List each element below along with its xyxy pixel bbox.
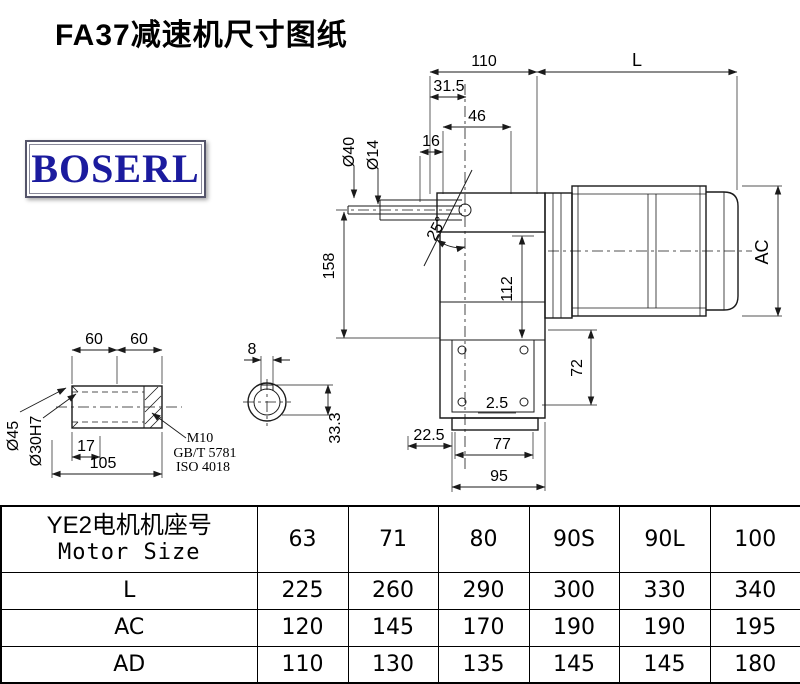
row-label-L: L <box>0 571 258 610</box>
table-cell: 195 <box>709 608 800 647</box>
dim-L-label: L <box>632 50 642 70</box>
dim-33-3-label: 33.3 <box>327 412 344 443</box>
dim-2-5-label: 2.5 <box>486 395 508 412</box>
dim-158-label: 158 <box>321 253 338 280</box>
row-label-AC: AC <box>0 608 258 647</box>
size-column-header: 90S <box>528 505 620 573</box>
motor-size-header-cn: YE2电机机座号 <box>46 511 212 539</box>
dim-60a-label: 60 <box>85 331 103 348</box>
dim-25deg: 25° <box>424 214 466 253</box>
dim-33-3: 33.3 <box>276 384 344 444</box>
dim-95: 95 <box>451 422 546 491</box>
dim-112-label: 112 <box>499 276 516 302</box>
table-cell: 225 <box>256 571 349 610</box>
dim-60b-label: 60 <box>130 331 148 348</box>
dim-25deg-label: 25° <box>424 214 450 243</box>
table-cell: 300 <box>528 571 620 610</box>
size-column-header: 63 <box>256 505 349 573</box>
dim-46: 46 <box>442 108 512 194</box>
dim-110-label: 110 <box>471 53 497 70</box>
dim-72-label: 72 <box>569 359 586 377</box>
dim-22-5-label: 22.5 <box>413 427 444 444</box>
size-column-header: 90L <box>618 505 711 573</box>
dim-AC: AC <box>742 185 782 317</box>
dim-46-label: 46 <box>468 108 486 125</box>
dim-16-label: 16 <box>422 133 440 150</box>
table-cell: 110 <box>256 645 349 684</box>
dim-8-label: 8 <box>248 341 257 358</box>
table-cell: 290 <box>437 571 530 610</box>
boserl-logo-text: BOSERL <box>31 146 200 191</box>
dim-dia45: Ø45 <box>5 387 67 451</box>
dim-dia40-label: Ø40 <box>341 137 358 167</box>
table-cell: 145 <box>618 645 711 684</box>
table-cell: 330 <box>618 571 711 610</box>
dim-dia14: Ø14 <box>365 140 382 205</box>
dim-dia14-label: Ø14 <box>365 140 382 170</box>
dim-dia40: Ø40 <box>341 137 358 199</box>
row-label-AD: AD <box>0 645 258 684</box>
motor-size-header-en: Motor Size <box>58 540 201 566</box>
dim-dia30h7-label: Ø30H7 <box>28 416 45 467</box>
dim-8: 8 <box>244 341 290 383</box>
dim-77: 77 <box>454 432 534 459</box>
bolt-m10-label: M10 <box>187 431 213 446</box>
dim-105-label: 105 <box>90 455 117 472</box>
main-view <box>336 84 752 470</box>
dim-158: 158 <box>321 211 440 339</box>
shaft-section-view <box>243 379 291 426</box>
dim-dia45-label: Ø45 <box>5 421 22 451</box>
boserl-logo: BOSERL <box>25 140 206 198</box>
motor-size-table: YE2电机机座号 Motor Size 63 71 80 90S 90L 100… <box>0 505 800 684</box>
dim-112: 112 <box>499 235 534 339</box>
table-cell: 145 <box>528 645 620 684</box>
table-cell: 190 <box>618 608 711 647</box>
dim-72: 72 <box>542 329 597 406</box>
dim-31-5-label: 31.5 <box>433 78 464 95</box>
dim-16: 16 <box>419 133 444 202</box>
dim-17: 17 <box>71 432 101 461</box>
table-cell: 170 <box>437 608 530 647</box>
dim-105: 105 <box>51 432 163 478</box>
dim-AC-label: AC <box>752 239 772 264</box>
size-column-header: 80 <box>437 505 530 573</box>
page-title: FA37减速机尺寸图纸 <box>55 19 348 52</box>
dim-22-5: 22.5 <box>407 427 453 492</box>
dim-L: L <box>536 50 738 190</box>
size-column-header: 100 <box>709 505 800 573</box>
table-cell: 135 <box>437 645 530 684</box>
dim-60-60: 60 60 <box>71 331 163 384</box>
dim-2-5: 2.5 <box>478 395 516 414</box>
table-cell: 120 <box>256 608 349 647</box>
motor-size-header: YE2电机机座号 Motor Size <box>0 505 258 573</box>
technical-drawing: 110 L 31.5 46 16 Ø40 Ø14 <box>5 50 782 492</box>
dim-17-label: 17 <box>77 438 95 455</box>
table-header-row: YE2电机机座号 Motor Size 63 71 80 90S 90L 100 <box>0 505 800 573</box>
bolt-iso-standard-label: ISO 4018 <box>176 460 230 475</box>
dim-77-label: 77 <box>493 436 511 453</box>
bolt-spec-note: M10 GB/T 5781 ISO 4018 <box>151 412 237 475</box>
table-row-AD: AD 110 130 135 145 145 180 <box>0 645 800 684</box>
dim-95-label: 95 <box>490 468 508 485</box>
table-cell: 145 <box>347 608 439 647</box>
table-row-L: L 225 260 290 300 330 340 <box>0 571 800 610</box>
dim-31-5: 31.5 <box>429 78 467 101</box>
table-cell: 180 <box>709 645 800 684</box>
bolt-gb-standard-label: GB/T 5781 <box>173 446 236 461</box>
table-row-AC: AC 120 145 170 190 190 195 <box>0 608 800 647</box>
table-cell: 190 <box>528 608 620 647</box>
table-cell: 340 <box>709 571 800 610</box>
table-cell: 260 <box>347 571 439 610</box>
dim-dia30h7: Ø30H7 <box>28 393 77 467</box>
table-cell: 130 <box>347 645 439 684</box>
size-column-header: 71 <box>347 505 439 573</box>
